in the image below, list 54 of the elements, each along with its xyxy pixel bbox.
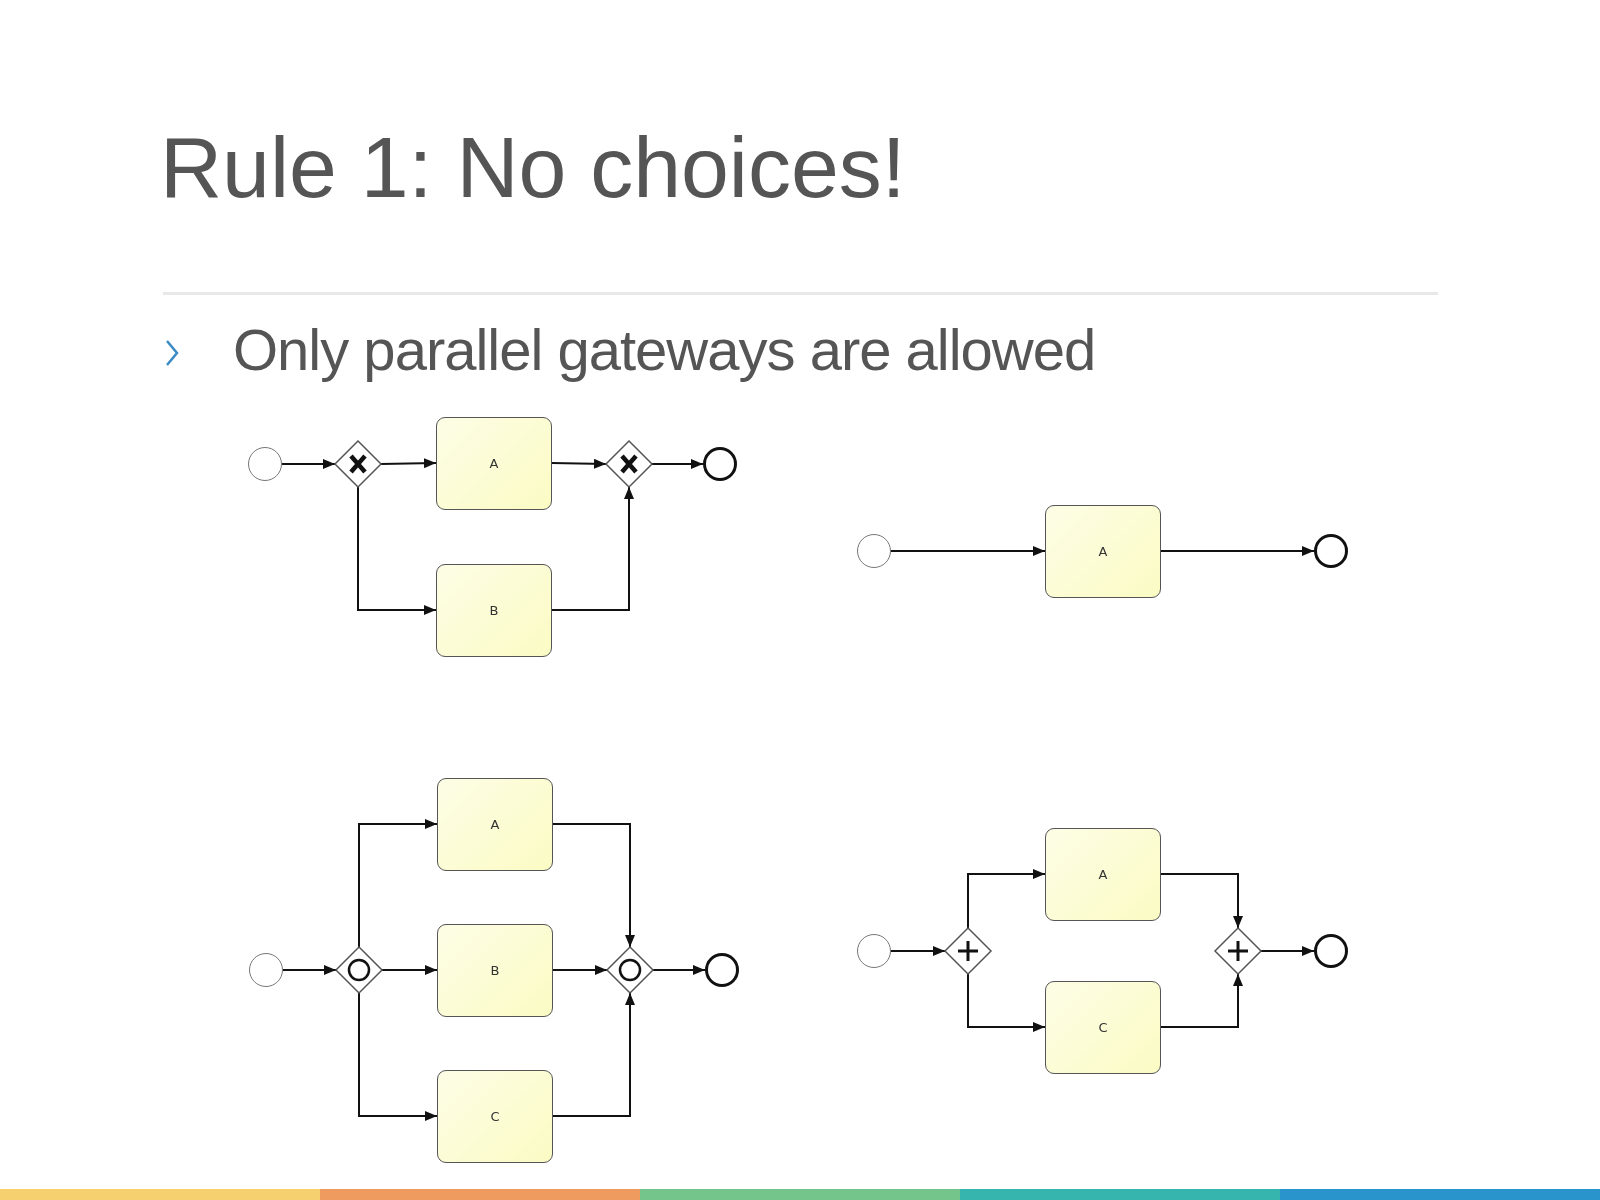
- arrow: [967, 973, 1046, 1032]
- end-event-circle: [1314, 534, 1348, 568]
- arrow: [552, 965, 608, 975]
- task-box: [437, 923, 553, 1017]
- start-event-circle: [857, 534, 891, 568]
- task-box: [437, 1069, 553, 1163]
- end-event-circle: [703, 447, 737, 481]
- arrow: [282, 965, 337, 975]
- start-event-circle: [249, 953, 283, 987]
- start-event-circle: [857, 934, 891, 968]
- arrow: [652, 965, 706, 975]
- arrow: [381, 965, 438, 975]
- bullet-text: Only parallel gateways are allowed: [233, 316, 1096, 383]
- arrow: [281, 459, 336, 469]
- gateway-diamond: [945, 928, 991, 974]
- task-label: B: [489, 602, 499, 618]
- task-box: [1045, 504, 1161, 598]
- task-label: C: [1098, 1019, 1108, 1035]
- arrow: [552, 823, 635, 948]
- arrow: [890, 546, 1046, 556]
- gateway-diamond: [335, 441, 381, 487]
- arrow: [380, 458, 437, 469]
- task-label: A: [1098, 866, 1108, 882]
- task-box: [1045, 827, 1161, 921]
- task-label: B: [490, 962, 500, 978]
- arrow: [551, 486, 634, 611]
- arrow: [357, 486, 437, 615]
- task-label: C: [490, 1108, 500, 1124]
- arrow: [358, 819, 438, 948]
- arrow: [1160, 546, 1315, 556]
- end-event-circle: [705, 953, 739, 987]
- end-event-circle: [1314, 934, 1348, 968]
- task-label: A: [489, 455, 499, 471]
- arrow: [551, 458, 607, 469]
- arrow: [358, 992, 438, 1121]
- task-box: [1045, 980, 1161, 1074]
- task-box: [436, 563, 552, 657]
- start-event-circle: [248, 447, 282, 481]
- arrow: [552, 992, 635, 1117]
- arrow: [1160, 873, 1243, 929]
- task-box: [437, 777, 553, 871]
- arrow: [967, 869, 1046, 929]
- task-box: [436, 416, 552, 510]
- gateway-diamond: [606, 441, 652, 487]
- task-label: A: [1098, 543, 1108, 559]
- arrow: [651, 459, 704, 469]
- task-label: A: [490, 816, 500, 832]
- gateway-diamond: [336, 947, 382, 993]
- slide-title: Rule 1: No choices!: [160, 118, 906, 217]
- gateway-diamond: [1215, 928, 1261, 974]
- gateway-diamond: [607, 947, 653, 993]
- arrow: [1260, 946, 1315, 956]
- arrow: [890, 946, 946, 956]
- arrow: [1160, 973, 1243, 1028]
